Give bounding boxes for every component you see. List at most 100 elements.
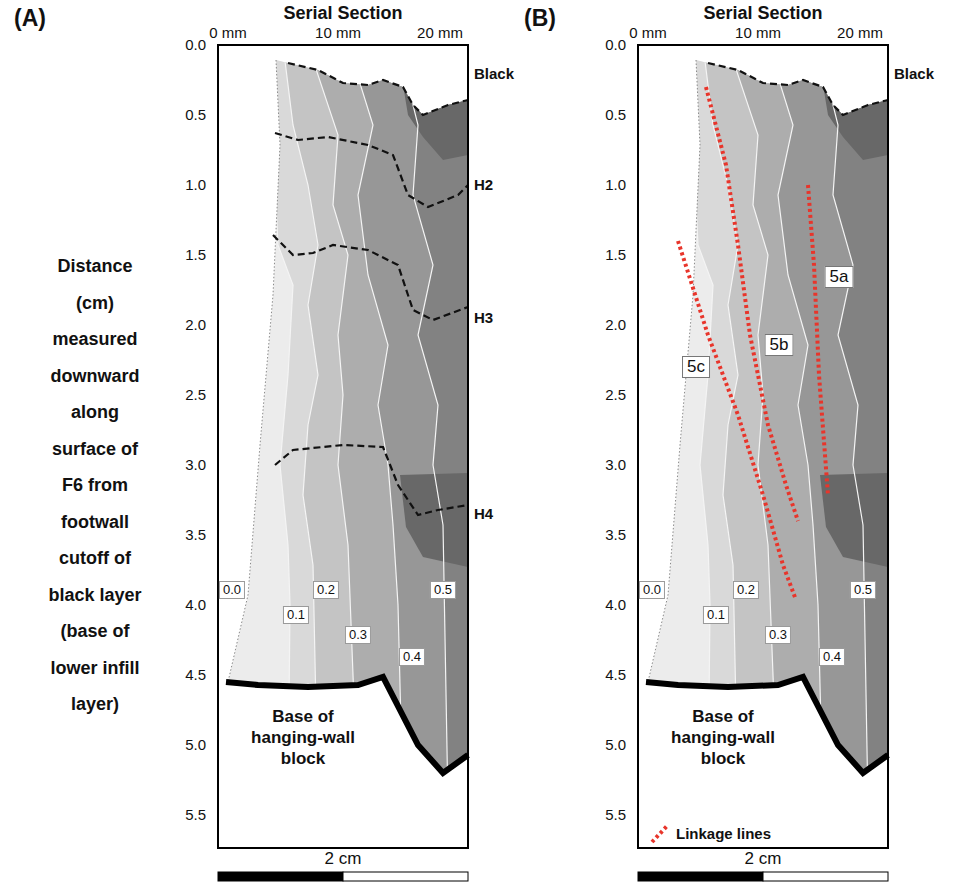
contour-value: 0.2	[733, 581, 759, 599]
tick-label: 3.0	[605, 456, 626, 473]
scale-label: 2 cm	[325, 849, 362, 869]
contour-line	[818, 45, 868, 805]
tick-label: 4.5	[185, 666, 206, 683]
band	[728, 45, 938, 805]
contour-value: 0.5	[430, 581, 456, 599]
contour-value: 0.5	[850, 581, 876, 599]
horizon-line	[273, 235, 468, 320]
tick-label: 4.0	[185, 596, 206, 613]
scale-bar	[763, 872, 888, 881]
contour-line	[308, 45, 358, 805]
dark-patch	[820, 473, 888, 567]
band	[768, 45, 938, 805]
panel-label: (B)	[524, 5, 556, 31]
tick-label: 5.0	[605, 736, 626, 753]
horizon-label: Black	[474, 65, 514, 82]
band	[703, 45, 938, 805]
band	[308, 45, 518, 805]
tick-label: 3.5	[185, 526, 206, 543]
panel-frame	[218, 45, 468, 848]
linkage-line	[678, 241, 796, 600]
tick-label: 3.5	[605, 526, 626, 543]
contour-line	[268, 45, 293, 805]
callout-number: 5c	[682, 356, 710, 378]
tick-label: 1.0	[185, 176, 206, 193]
tick-label: 0.0	[605, 36, 626, 53]
tick-label: 2.0	[185, 316, 206, 333]
tick-label: 0.5	[605, 106, 626, 123]
scale-bar	[638, 872, 763, 881]
callout-number: 5a	[825, 266, 854, 288]
linkage-line	[808, 185, 828, 495]
tick-label: 5.0	[185, 736, 206, 753]
hanging-wall-base	[646, 677, 888, 773]
tick-label: 1.0	[605, 176, 626, 193]
contour-value: 0.4	[819, 648, 845, 666]
tick-label: 1.5	[605, 246, 626, 263]
tick-label: 2.5	[185, 386, 206, 403]
tick-label: 10 mm	[735, 24, 781, 41]
contour-line	[768, 45, 823, 805]
contour-map	[226, 45, 518, 805]
tick-label: 3.0	[185, 456, 206, 473]
horizon-label: H3	[474, 309, 493, 326]
legend-sample	[652, 825, 668, 842]
tick-label: 4.5	[605, 666, 626, 683]
contour-value: 0.2	[313, 581, 339, 599]
tick-label: 2.0	[605, 316, 626, 333]
contour-line	[283, 45, 318, 805]
horizon-line	[708, 63, 888, 115]
tick-label: 10 mm	[315, 24, 361, 41]
horizon-line	[275, 445, 468, 515]
contour-value: 0.3	[345, 626, 371, 644]
contour-value: 0.3	[765, 626, 791, 644]
scale-bar	[218, 872, 343, 881]
scale-bar	[343, 872, 468, 881]
tick-label: 1.5	[185, 246, 206, 263]
callout-number: 5b	[765, 334, 794, 356]
block-label: Base of hanging-wall block	[667, 706, 779, 769]
horizon-line	[288, 63, 468, 115]
contour-line	[398, 45, 448, 805]
axis-title: Serial Section	[703, 3, 822, 24]
band	[818, 45, 938, 805]
axis-title: Serial Section	[283, 3, 402, 24]
tick-label: 0 mm	[629, 24, 667, 41]
band	[348, 45, 518, 805]
tick-label: 4.0	[605, 596, 626, 613]
contour-map	[646, 45, 938, 805]
contour-value: 0.1	[703, 606, 729, 624]
dark-patch	[403, 85, 468, 160]
contour-value: 0.1	[283, 606, 309, 624]
band	[283, 45, 518, 805]
horizon-label: Black	[894, 65, 934, 82]
hanging-wall-base	[226, 677, 468, 773]
horizon-line	[275, 133, 468, 207]
dark-patch	[823, 85, 888, 160]
tick-label: 5.5	[185, 806, 206, 823]
linkage-line	[706, 87, 798, 521]
block-label: Base of hanging-wall block	[247, 706, 359, 769]
dark-patch	[400, 473, 468, 567]
band	[398, 45, 518, 805]
legend-text: Linkage lines	[676, 825, 771, 842]
tick-label: 2.5	[605, 386, 626, 403]
contour-line	[688, 45, 713, 805]
tick-label: 0.5	[185, 106, 206, 123]
tick-label: 0.0	[185, 36, 206, 53]
contour-line	[728, 45, 778, 805]
tick-label: 5.5	[605, 806, 626, 823]
tick-label: 20 mm	[837, 24, 883, 41]
axis-title: Distance (cm) measured downward along su…	[45, 248, 145, 723]
contour-value: 0.0	[639, 581, 665, 599]
scale-label: 2 cm	[745, 849, 782, 869]
contour-value: 0.0	[219, 581, 245, 599]
tick-label: 20 mm	[417, 24, 463, 41]
horizon-label: H2	[474, 176, 493, 193]
contour-line	[703, 45, 738, 805]
tick-label: 0 mm	[209, 24, 247, 41]
horizon-label: H4	[474, 505, 493, 522]
panel-label: (A)	[14, 5, 46, 31]
contour-value: 0.4	[399, 648, 425, 666]
